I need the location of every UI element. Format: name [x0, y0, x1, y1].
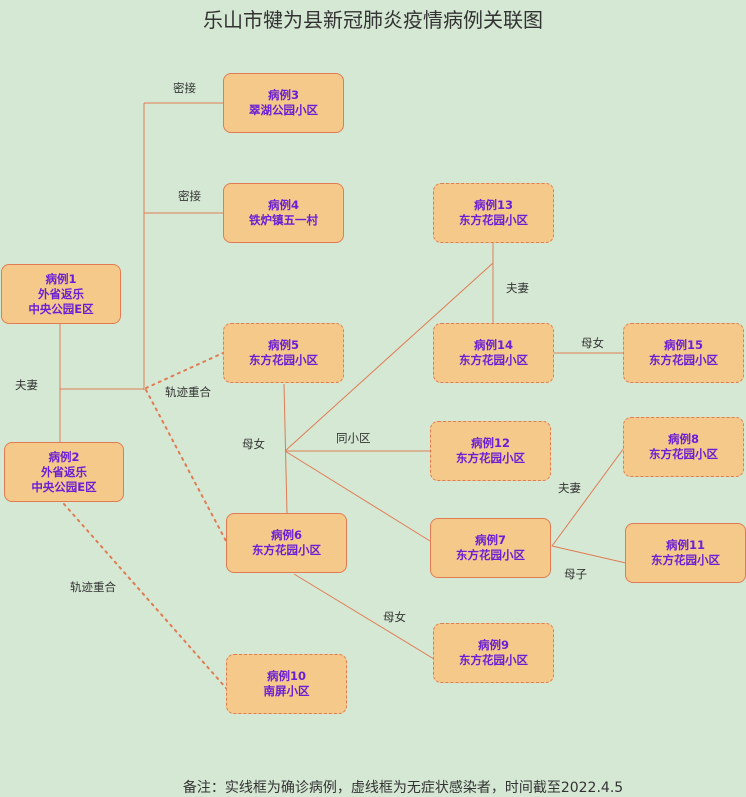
case-node-2[interactable]: 病例2 外省返乐 中央公园E区: [4, 442, 124, 502]
case-node-11[interactable]: 病例11 东方花园小区: [625, 523, 746, 583]
case-node-3[interactable]: 病例3 翠湖公园小区: [223, 73, 344, 133]
edge-label-mother-son-7-11: 母子: [564, 567, 587, 581]
case-node-9[interactable]: 病例9 东方花园小区: [433, 623, 554, 683]
case-name: 病例7: [474, 533, 506, 547]
edge-label-close-contact-3: 密接: [173, 81, 196, 95]
case-detail: 东方花园小区: [459, 353, 528, 367]
case-node-6[interactable]: 病例6 东方花园小区: [226, 513, 347, 573]
case-node-10[interactable]: 病例10 南屏小区: [226, 654, 347, 714]
case-detail: 外省返乐: [38, 286, 84, 301]
edge-label-couple-1-2: 夫妻: [15, 378, 38, 392]
case-detail: 外省返乐: [41, 464, 87, 479]
case-node-4[interactable]: 病例4 铁炉镇五一村: [223, 183, 344, 243]
case-node-5[interactable]: 病例5 东方花园小区: [223, 323, 344, 383]
case-detail: 东方花园小区: [456, 451, 525, 465]
case-name: 病例9: [477, 638, 509, 652]
case-name: 病例4: [267, 198, 299, 212]
edge-mother-son-7-11: [551, 545, 627, 564]
case-name: 病例3: [267, 88, 299, 102]
edge-trajectory-to-case10: [63, 503, 227, 689]
edge-label-mother-daughter-14-15: 母女: [581, 336, 604, 350]
case-name: 病例1: [45, 271, 77, 286]
case-node-12[interactable]: 病例12 东方花园小区: [430, 421, 551, 481]
case-detail: 东方花园小区: [459, 213, 528, 227]
case-detail: 东方花园小区: [249, 353, 318, 367]
case-name: 病例12: [470, 436, 510, 450]
case-name: 病例10: [266, 669, 306, 683]
page-title: 乐山市犍为县新冠肺炎疫情病例关联图: [203, 8, 543, 32]
case-name: 病例15: [663, 338, 703, 352]
footnote: 备注：实线框为确诊病例，虚线框为无症状感染者，时间截至2022.4.5: [182, 780, 624, 796]
case-name: 病例8: [667, 432, 699, 446]
edge-trajectory-to-case5: [145, 352, 224, 389]
edge-mother-daughter-6-9: [293, 573, 435, 660]
case-detail: 南屏小区: [263, 684, 310, 698]
edge-label-trajectory-5-6: 轨迹重合: [165, 385, 211, 399]
edge-label-mother-daughter-5-6: 母女: [242, 437, 265, 451]
case-node-15[interactable]: 病例15 东方花园小区: [623, 323, 744, 383]
case-detail: 东方花园小区: [649, 447, 718, 461]
edge-hub-to-case13: [284, 262, 494, 452]
edge-hub-to-case7: [284, 450, 431, 542]
case-node-1[interactable]: 病例1 外省返乐 中央公园E区: [1, 264, 121, 324]
case-name: 病例14: [473, 338, 513, 352]
case-detail: 东方花园小区: [651, 553, 720, 567]
case-node-8[interactable]: 病例8 东方花园小区: [623, 417, 744, 477]
case-node-13[interactable]: 病例13 东方花园小区: [433, 183, 554, 243]
case-detail: 中央公园E区: [31, 479, 97, 494]
case-detail: 翠湖公园小区: [249, 103, 318, 117]
edge-label-couple-13-14: 夫妻: [506, 281, 529, 295]
case-detail: 东方花园小区: [456, 548, 525, 562]
case-detail: 东方花园小区: [459, 653, 528, 667]
case-node-14[interactable]: 病例14 东方花园小区: [433, 323, 554, 383]
edge-mother-daughter-5-6: [283, 383, 288, 515]
case-name: 病例11: [665, 538, 705, 552]
case-detail: 中央公园E区: [28, 301, 94, 316]
edge-label-same-community: 同小区: [336, 431, 371, 445]
case-detail: 东方花园小区: [252, 543, 321, 557]
case-name: 病例2: [48, 449, 80, 464]
edge-label-mother-daughter-6-9: 母女: [383, 610, 406, 624]
edge-label-close-contact-4: 密接: [178, 189, 201, 203]
case-name: 病例13: [473, 198, 513, 212]
case-node-7[interactable]: 病例7 东方花园小区: [430, 518, 551, 578]
edge-label-trajectory-2-10: 轨迹重合: [70, 580, 116, 594]
edge-label-couple-7-8: 夫妻: [558, 481, 581, 495]
case-name: 病例5: [267, 338, 299, 352]
case-detail: 东方花园小区: [649, 353, 718, 367]
edge-trajectory-to-case6: [145, 389, 227, 542]
case-detail: 铁炉镇五一村: [249, 213, 318, 227]
edge-couple-7-8: [551, 447, 625, 547]
case-name: 病例6: [270, 528, 302, 542]
